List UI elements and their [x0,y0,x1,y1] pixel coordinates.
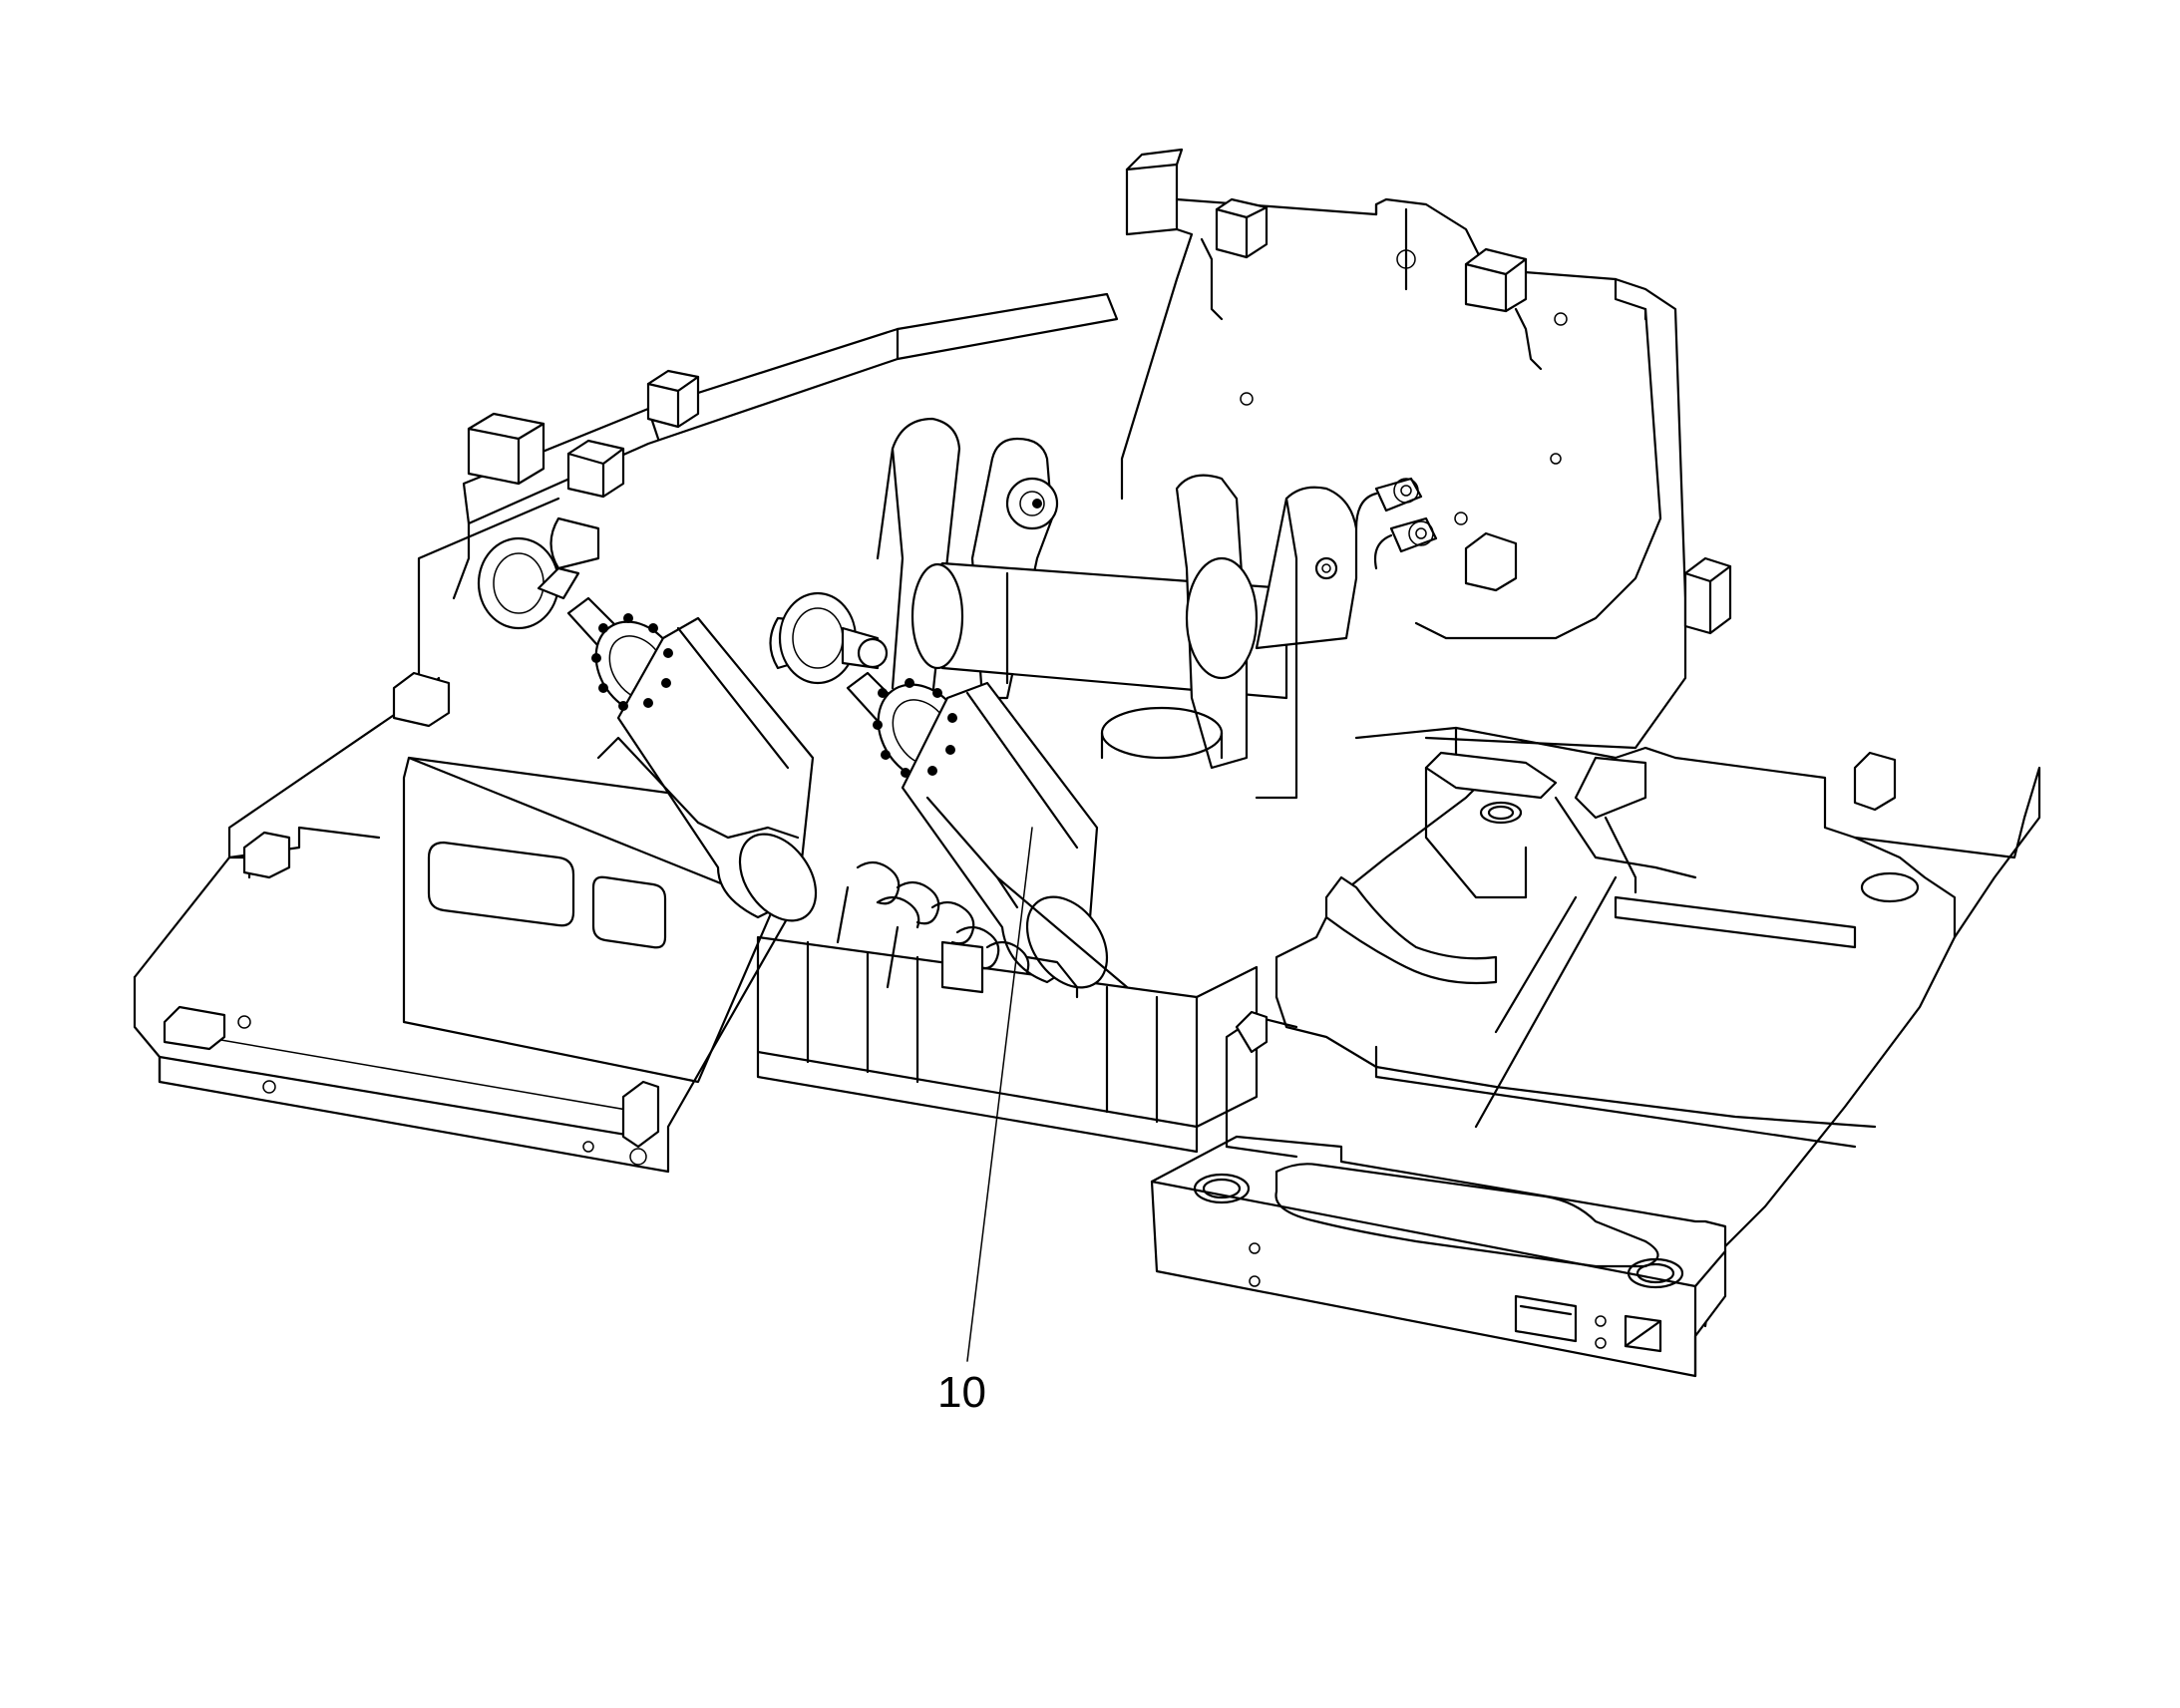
left-top-blocks [467,369,700,499]
left-base [133,497,790,1174]
hydraulic-hoses [836,860,1079,999]
hydraulic-cylinder [769,591,1129,989]
callout-leader-line [966,827,1033,1362]
right-frame [1274,726,2041,1328]
callout-label-10: 10 [937,1368,986,1417]
bolt-ring [873,678,957,778]
rear-upright [1120,148,1732,750]
right-front-box [1150,1010,1727,1378]
hydraulic-cylinder-left [477,516,818,922]
fitting-lower [1373,516,1438,570]
boom-pivot [876,417,1358,800]
central-chassis [756,935,1259,1154]
bolt-ring-left [591,613,673,711]
fitting-upper [1354,477,1423,530]
